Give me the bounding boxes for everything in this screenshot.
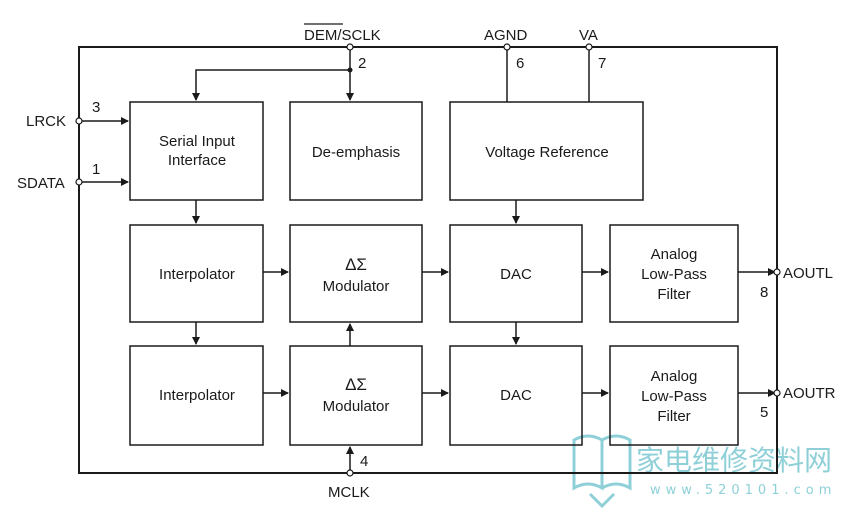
- junction-dot: [347, 67, 353, 73]
- interpolator-bottom-block: [129, 345, 264, 446]
- modulator-bottom-block: [289, 345, 423, 446]
- interpolator-top-label: Interpolator: [159, 266, 235, 283]
- filter-top-block: [609, 224, 739, 323]
- pin-sdata-number: 1: [92, 161, 100, 178]
- modulator-top-symbol: ΔΣ: [345, 255, 367, 274]
- pin-lrck-number: 3: [92, 99, 100, 116]
- dem-sclk-to-serial-wire: [192, 69, 350, 101]
- chip-outline: [78, 46, 778, 474]
- filter-top-label-line2: Low-Pass: [641, 266, 707, 283]
- dac-bottom-label: DAC: [500, 387, 532, 404]
- pin-sdata-terminal: [75, 178, 83, 186]
- pin-aoutl-terminal: [773, 268, 781, 276]
- pin-lrck-label: LRCK: [26, 113, 66, 130]
- de-emphasis-label: De-emphasis: [312, 144, 400, 161]
- dac-top-label: DAC: [500, 266, 532, 283]
- pin-aoutr-number: 5: [760, 404, 768, 421]
- pin-va-label: VA: [579, 27, 598, 44]
- pin-agnd-terminal: [503, 43, 511, 51]
- book-logo-icon: [572, 434, 632, 509]
- watermark-url: www.520101.com: [650, 483, 836, 498]
- pin-lrck-terminal: [75, 117, 83, 125]
- pin-sdata-label: SDATA: [17, 175, 65, 192]
- voltage-reference-label: Voltage Reference: [485, 144, 608, 161]
- interpolator-bottom-label: Interpolator: [159, 387, 235, 404]
- watermark-title: 家电维修资料网: [636, 444, 832, 477]
- pin-mclk-number: 4: [360, 453, 368, 470]
- voltage-reference-block: [449, 101, 644, 201]
- pin-aoutl-label: AOUTL: [783, 265, 833, 282]
- pin-dem-sclk-label: DEM/SCLK: [304, 27, 381, 44]
- filter-bottom-block: [609, 345, 739, 446]
- filter-bottom-label-line1: Analog: [651, 368, 698, 385]
- pin-dem-sclk-terminal: [346, 43, 354, 51]
- modulator-top-label: Modulator: [323, 278, 390, 295]
- pin-aoutr-label: AOUTR: [783, 385, 836, 402]
- serial-input-label-line2: Interface: [168, 152, 226, 169]
- filter-top-label-line3: Filter: [657, 286, 690, 303]
- modulator-bottom-symbol: ΔΣ: [345, 375, 367, 394]
- de-emphasis-block: [289, 101, 423, 201]
- filter-bottom-label-line3: Filter: [657, 408, 690, 425]
- pin-mclk-terminal: [346, 469, 354, 477]
- filter-top-label-line1: Analog: [651, 246, 698, 263]
- watermark: 家电维修资料网 www.520101.com: [572, 434, 836, 509]
- pin-mclk-label: MCLK: [328, 484, 370, 501]
- pin-va-terminal: [585, 43, 593, 51]
- pin-dem-sclk-number: 2: [358, 55, 366, 72]
- filter-bottom-label-line2: Low-Pass: [641, 388, 707, 405]
- pin-va-number: 7: [598, 55, 606, 72]
- pin-agnd-label: AGND: [484, 27, 528, 44]
- pin-aoutl-number: 8: [760, 284, 768, 301]
- modulator-top-block: [289, 224, 423, 323]
- serial-input-label-line1: Serial Input: [159, 133, 236, 150]
- pin-agnd-number: 6: [516, 55, 524, 72]
- modulator-bottom-label: Modulator: [323, 398, 390, 415]
- dac-bottom-block: [449, 345, 583, 446]
- pin-aoutr-terminal: [773, 389, 781, 397]
- serial-input-block: [129, 101, 264, 201]
